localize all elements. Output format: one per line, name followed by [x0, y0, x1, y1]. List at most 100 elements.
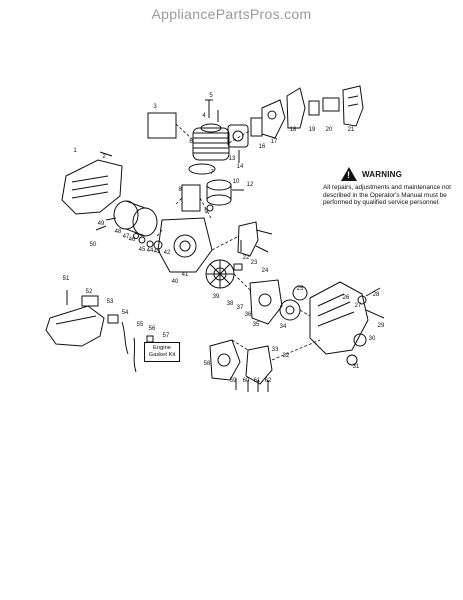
callout-34[interactable]: 34 — [280, 324, 287, 330]
callout-32[interactable]: 32 — [283, 353, 290, 359]
callout-44[interactable]: 44 — [147, 248, 154, 254]
callout-3[interactable]: 3 — [153, 104, 157, 110]
part-23-wire — [255, 245, 269, 253]
callout-49[interactable]: 49 — [98, 221, 105, 227]
callout-45[interactable]: 45 — [139, 247, 146, 253]
part-34-pulley — [279, 299, 301, 321]
part-8-bracket — [181, 184, 201, 212]
part-32-drive-plate — [245, 345, 273, 385]
engine-gasket-kit-label[interactable]: Engine Gasket Kit — [144, 342, 180, 362]
part-31-screw — [346, 354, 358, 366]
part-1-engine-housing — [61, 159, 123, 215]
callout-21[interactable]: 21 — [348, 127, 355, 133]
part-27-grip — [357, 295, 367, 305]
callout-28[interactable]: 28 — [373, 292, 380, 298]
part-21-cover — [342, 85, 364, 127]
callout-27[interactable]: 27 — [355, 303, 362, 309]
part-3-shield — [147, 112, 177, 139]
callout-52[interactable]: 52 — [86, 289, 93, 295]
callout-2[interactable]: 2 — [102, 154, 106, 160]
callout-19[interactable]: 19 — [309, 127, 316, 133]
warning-triangle-icon: ! — [341, 167, 357, 181]
leader-line-a — [175, 123, 194, 141]
callout-9[interactable]: 9 — [204, 209, 208, 215]
callout-38[interactable]: 38 — [227, 301, 234, 307]
callout-5[interactable]: 5 — [209, 93, 213, 99]
callout-55[interactable]: 55 — [137, 322, 144, 328]
callout-56[interactable]: 56 — [149, 326, 156, 332]
warning-title: WARNING — [362, 169, 403, 179]
callout-22[interactable]: 22 — [243, 255, 250, 261]
part-53-clip — [107, 314, 119, 324]
callout-25[interactable]: 25 — [297, 286, 304, 292]
part-43-bearing — [146, 240, 154, 248]
part-5-bolt — [205, 99, 213, 118]
callout-20[interactable]: 20 — [326, 127, 333, 133]
callout-59[interactable]: 59 — [230, 378, 237, 384]
callout-17[interactable]: 17 — [271, 139, 278, 145]
part-45-washer — [138, 236, 146, 244]
callout-14[interactable]: 14 — [237, 164, 244, 170]
callout-7[interactable]: 7 — [210, 170, 214, 176]
part-42-seal — [153, 240, 163, 250]
part-17-filter-base — [261, 99, 286, 139]
warning-heading: ! WARNING — [341, 167, 456, 181]
part-13-carburetor — [227, 124, 249, 148]
callout-39[interactable]: 39 — [213, 294, 220, 300]
part-58-clutch-housing — [209, 339, 241, 381]
part-25-spring — [292, 285, 308, 301]
part-19-element — [308, 100, 320, 116]
callout-24[interactable]: 24 — [262, 268, 269, 274]
callout-26[interactable]: 26 — [343, 295, 350, 301]
part-7-gasket — [188, 163, 216, 175]
callout-36[interactable]: 36 — [245, 312, 252, 318]
callout-60[interactable]: 60 — [243, 378, 250, 384]
callout-58[interactable]: 58 — [204, 361, 211, 367]
callout-12[interactable]: 12 — [247, 182, 254, 188]
part-35-fan-housing — [249, 279, 283, 325]
callout-31[interactable]: 31 — [353, 364, 360, 370]
warning-text: All repairs, adjustments and maintenance… — [323, 184, 451, 207]
callout-54[interactable]: 54 — [122, 310, 129, 316]
callout-16[interactable]: 16 — [259, 144, 266, 150]
part-40-crankcase — [157, 217, 213, 273]
callout-37[interactable]: 37 — [237, 305, 244, 311]
callout-4[interactable]: 4 — [202, 113, 206, 119]
callout-42[interactable]: 42 — [164, 250, 171, 256]
callout-48[interactable]: 48 — [115, 229, 122, 235]
callout-47[interactable]: 47 — [123, 234, 130, 240]
callout-57[interactable]: 57 — [163, 333, 170, 339]
callout-13[interactable]: 13 — [229, 156, 236, 162]
part-49-bolt — [105, 217, 117, 221]
callout-46[interactable]: 46 — [129, 237, 136, 243]
callout-23[interactable]: 23 — [251, 260, 258, 266]
callout-50[interactable]: 50 — [90, 242, 97, 248]
callout-40[interactable]: 40 — [172, 279, 179, 285]
callout-18[interactable]: 18 — [290, 127, 297, 133]
part-50-bolt — [95, 225, 107, 231]
callout-61[interactable]: 61 — [254, 378, 261, 384]
callout-10[interactable]: 10 — [233, 179, 240, 185]
callout-41[interactable]: 41 — [182, 272, 189, 278]
part-30-pawl — [353, 333, 367, 347]
part-52-fuel-tank — [45, 305, 105, 347]
callout-51[interactable]: 51 — [63, 276, 70, 282]
callout-43[interactable]: 43 — [154, 249, 161, 255]
callout-53[interactable]: 53 — [107, 299, 114, 305]
callout-30[interactable]: 30 — [369, 336, 376, 342]
site-header[interactable]: AppliancePartsPros.com — [151, 6, 312, 22]
callout-6[interactable]: 6 — [189, 139, 193, 145]
leader-line-d — [156, 229, 163, 237]
callout-62[interactable]: 62 — [265, 378, 272, 384]
callout-8[interactable]: 8 — [178, 187, 182, 193]
part-39-flywheel — [205, 259, 235, 289]
part-52-cap — [81, 295, 99, 307]
callout-33[interactable]: 33 — [272, 347, 279, 353]
part-24-ignition-module — [237, 221, 273, 257]
callout-29[interactable]: 29 — [378, 323, 385, 329]
callout-1[interactable]: 1 — [73, 148, 77, 154]
warning-panel: ! WARNING All repairs, adjustments and m… — [323, 167, 456, 207]
part-38-key — [233, 263, 243, 271]
callout-35[interactable]: 35 — [253, 322, 260, 328]
